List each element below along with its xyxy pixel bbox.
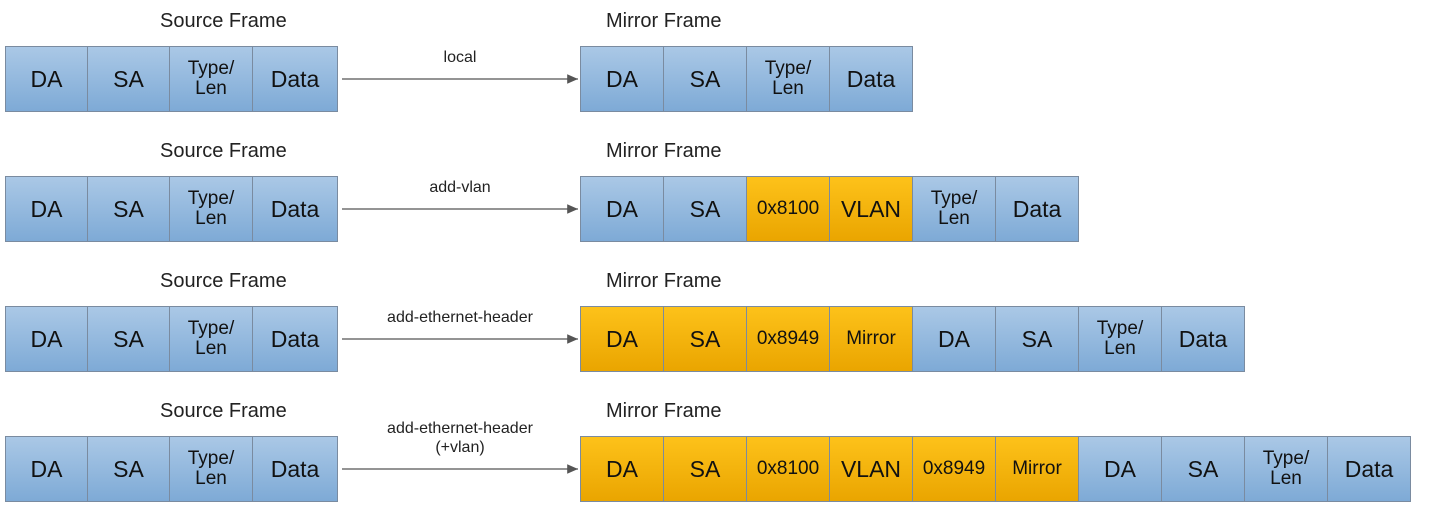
mirror-field-0x8100: 0x8100 xyxy=(746,436,830,502)
mirror-frame-title: Mirror Frame xyxy=(606,140,722,162)
source-field-sa: SA xyxy=(87,176,170,242)
mirror-field-da: DA xyxy=(580,176,664,242)
source-field-da: DA xyxy=(5,306,88,372)
mirror-field-da: DA xyxy=(912,306,996,372)
source-field-data: Data xyxy=(252,46,338,112)
mirror-field-0x8949: 0x8949 xyxy=(746,306,830,372)
source-field-da: DA xyxy=(5,176,88,242)
mirror-field-typelen: Type/ Len xyxy=(1078,306,1162,372)
source-field-typelen: Type/ Len xyxy=(169,46,253,112)
mirror-field-vlan: VLAN xyxy=(829,176,913,242)
mirror-field-da: DA xyxy=(580,306,664,372)
mirror-field-sa: SA xyxy=(663,176,747,242)
source-frame-title: Source Frame xyxy=(160,400,287,422)
operation-label: add-ethernet-header (+vlan) xyxy=(387,420,533,457)
mirror-field-typelen: Type/ Len xyxy=(746,46,830,112)
source-field-typelen: Type/ Len xyxy=(169,306,253,372)
mirror-field-da: DA xyxy=(1078,436,1162,502)
operation-label: local xyxy=(443,49,477,66)
mirror-field-data: Data xyxy=(829,46,913,112)
source-field-data: Data xyxy=(252,176,338,242)
mirror-field-vlan: VLAN xyxy=(829,436,913,502)
source-frame-title: Source Frame xyxy=(160,10,287,32)
mirror-field-data: Data xyxy=(1161,306,1245,372)
mirror-field-data: Data xyxy=(995,176,1079,242)
source-frame-title: Source Frame xyxy=(160,140,287,162)
mirror-field-0x8949: 0x8949 xyxy=(912,436,996,502)
mirror-field-typelen: Type/ Len xyxy=(912,176,996,242)
mirror-field-typelen: Type/ Len xyxy=(1244,436,1328,502)
source-field-typelen: Type/ Len xyxy=(169,176,253,242)
source-field-data: Data xyxy=(252,436,338,502)
operation-label: add-vlan xyxy=(429,179,491,196)
operation-label: add-ethernet-header xyxy=(387,309,533,326)
mirror-field-sa: SA xyxy=(995,306,1079,372)
mirror-field-sa: SA xyxy=(1161,436,1245,502)
source-field-typelen: Type/ Len xyxy=(169,436,253,502)
mirror-field-mirror: Mirror xyxy=(829,306,913,372)
mirror-frame-title: Mirror Frame xyxy=(606,270,722,292)
mirror-frame-title: Mirror Frame xyxy=(606,10,722,32)
mirror-field-da: DA xyxy=(580,436,664,502)
mirror-frame-title: Mirror Frame xyxy=(606,400,722,422)
mirror-field-sa: SA xyxy=(663,436,747,502)
mirror-field-sa: SA xyxy=(663,306,747,372)
mirror-field-data: Data xyxy=(1327,436,1411,502)
mirror-field-da: DA xyxy=(580,46,664,112)
mirror-field-sa: SA xyxy=(663,46,747,112)
source-field-sa: SA xyxy=(87,46,170,112)
source-field-sa: SA xyxy=(87,306,170,372)
source-field-sa: SA xyxy=(87,436,170,502)
source-frame-title: Source Frame xyxy=(160,270,287,292)
source-field-da: DA xyxy=(5,46,88,112)
source-field-data: Data xyxy=(252,306,338,372)
mirror-field-mirror: Mirror xyxy=(995,436,1079,502)
source-field-da: DA xyxy=(5,436,88,502)
mirror-field-0x8100: 0x8100 xyxy=(746,176,830,242)
